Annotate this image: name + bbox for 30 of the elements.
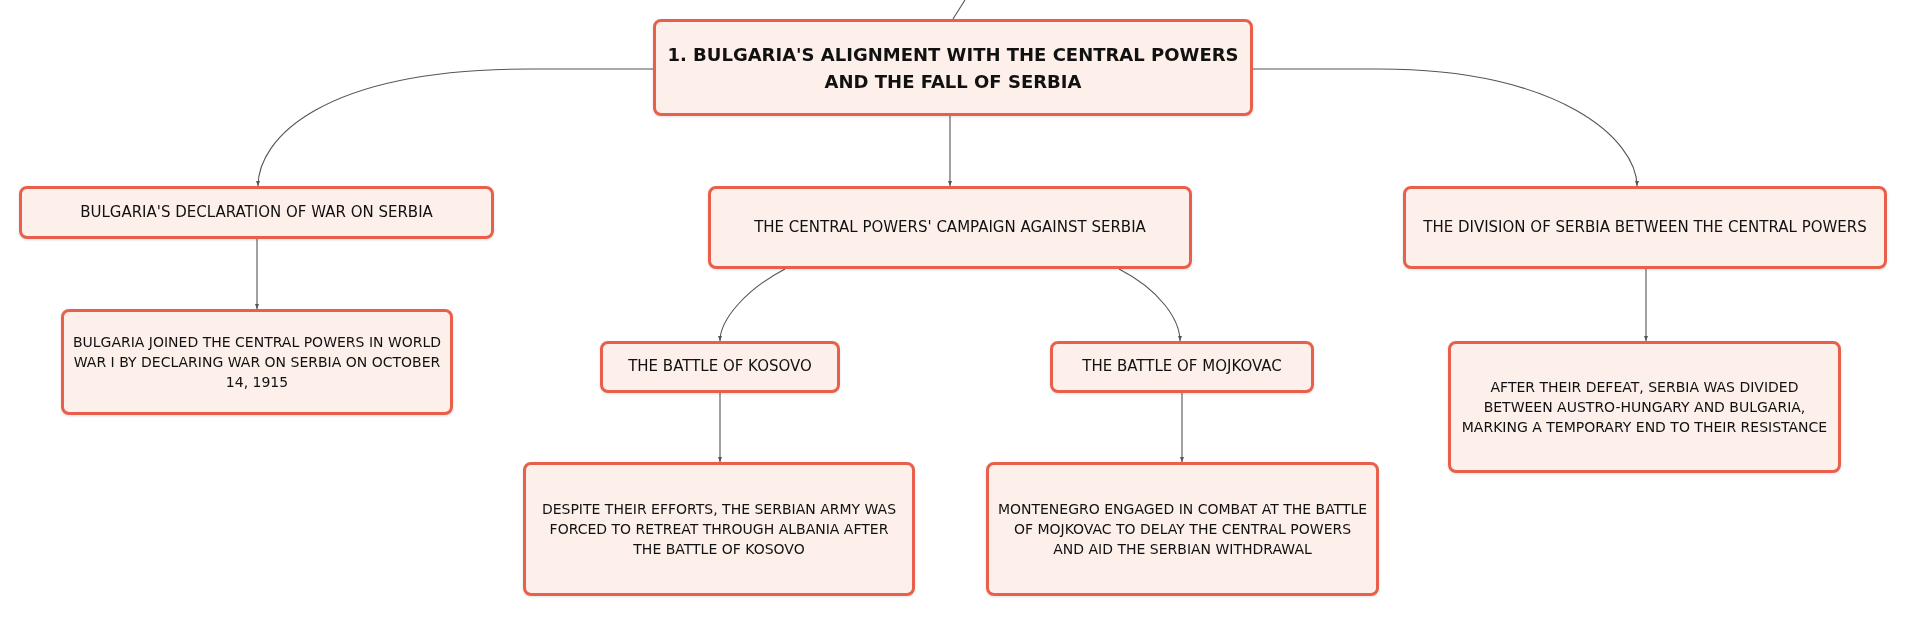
subtopic-box — [708, 186, 1192, 269]
connector-line — [718, 268, 786, 342]
connector-line — [256, 68, 654, 187]
node-text: AFTER THEIR DEFEAT, SERBIA WAS DIVIDED BETWEEN AUSTRO-HUNGARY AND BULGARIA, MARKING A TEMPORARY END TO THEIR RESISTANCE — [1460, 377, 1829, 438]
subtopic-box — [523, 462, 915, 596]
subtopic-box — [1403, 186, 1887, 269]
connector-line — [1118, 268, 1182, 342]
subtopic-box — [1050, 341, 1314, 393]
node-text: BULGARIA'S DECLARATION OF WAR ON SERBIA — [80, 201, 433, 223]
subtopic-box — [986, 462, 1379, 596]
node-text: THE BATTLE OF KOSOVO — [628, 356, 812, 378]
connector-line — [947, 115, 953, 187]
subtopic-box — [1448, 341, 1841, 473]
connector-line — [1252, 68, 1639, 187]
node-text: BULGARIA JOINED THE CENTRAL POWERS IN WORLD WAR I BY DECLARING WAR ON SERBIA ON OCTOBER 14, 1915 — [72, 332, 442, 393]
node-text: DESPITE THEIR EFFORTS, THE SERBIAN ARMY WAS FORCED TO RETREAT THROUGH ALBANIA AFTER THE BATTLE OF KOSOVO — [540, 499, 898, 560]
subtopic-box — [61, 309, 453, 415]
subtopic-box — [19, 186, 494, 239]
connector-line — [1643, 268, 1649, 342]
node-text: THE CENTRAL POWERS' CAMPAIGN AGAINST SERBIA — [754, 216, 1146, 238]
node-text: THE DIVISION OF SERBIA BETWEEN THE CENTRAL POWERS — [1423, 216, 1867, 238]
node-text: MONTENEGRO ENGAGED IN COMBAT AT THE BATTLE OF MOJKOVAC TO DELAY THE CENTRAL POWERS AND AID THE SERBIAN WITHDRAWAL — [997, 499, 1368, 560]
connector-line — [717, 392, 723, 463]
topic-box — [653, 19, 1253, 116]
node-text: 1. BULGARIA'S ALIGNMENT WITH THE CENTRAL POWERS AND THE FALL OF SERBIA — [666, 42, 1240, 94]
node-text: THE BATTLE OF MOJKOVAC — [1082, 356, 1282, 378]
connector-line — [1179, 392, 1185, 463]
connector-line — [254, 238, 260, 310]
subtopic-box — [600, 341, 840, 393]
connector-line — [952, 0, 966, 20]
